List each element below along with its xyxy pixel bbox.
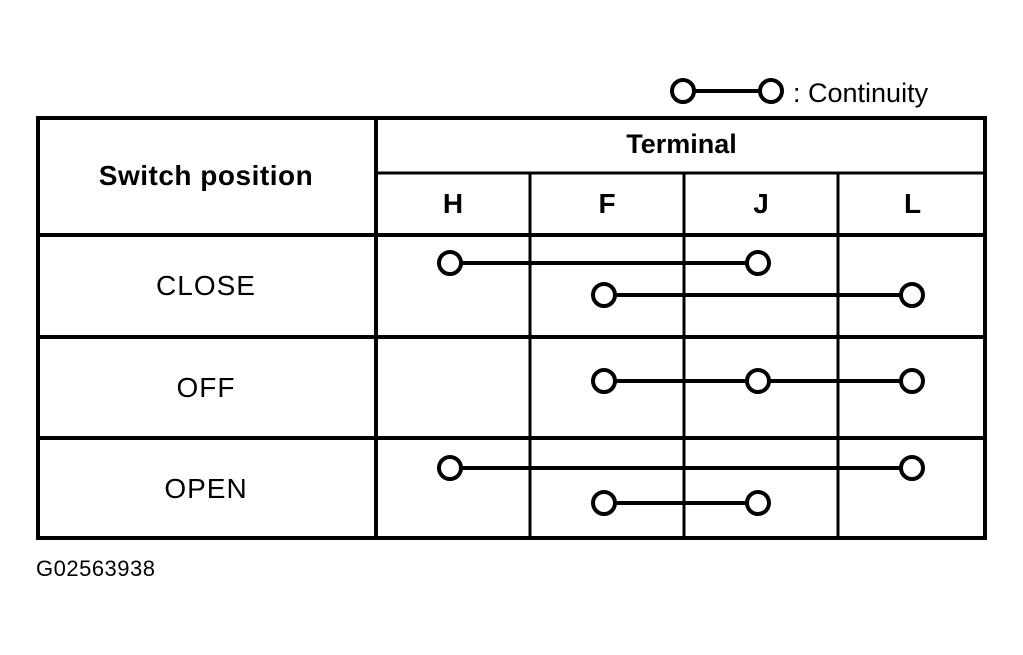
connection-off-f-l-mid-terminal-icon xyxy=(745,368,771,394)
connection-close-h-j-to-terminal-icon xyxy=(745,250,771,276)
table-grid-and-connections xyxy=(36,116,987,540)
connection-open-f-j-to-terminal-icon xyxy=(745,490,771,516)
connection-open-h-l-to-terminal-icon xyxy=(899,455,925,481)
connection-off-f-l-to-terminal-icon xyxy=(899,368,925,394)
connection-open-f-j-from-terminal-icon xyxy=(591,490,617,516)
connection-close-h-j-from-terminal-icon xyxy=(437,250,463,276)
connection-close-f-l-from-terminal-icon xyxy=(591,282,617,308)
table-outer-border xyxy=(36,116,987,540)
continuity-symbol-graphic xyxy=(670,78,784,104)
continuity-right-terminal-icon xyxy=(758,78,784,104)
connection-off-f-l-from-terminal-icon xyxy=(591,368,617,394)
continuity-legend-label: : Continuity xyxy=(793,78,929,108)
switch-continuity-table: Switch position Terminal H F J L CLOSE O… xyxy=(36,116,987,540)
continuity-legend: : Continuity xyxy=(660,62,990,120)
figure-caption: G02563938 xyxy=(36,556,156,581)
connection-open-h-l-from-terminal-icon xyxy=(437,455,463,481)
continuity-left-terminal-icon xyxy=(670,78,696,104)
connection-close-f-l-to-terminal-icon xyxy=(899,282,925,308)
